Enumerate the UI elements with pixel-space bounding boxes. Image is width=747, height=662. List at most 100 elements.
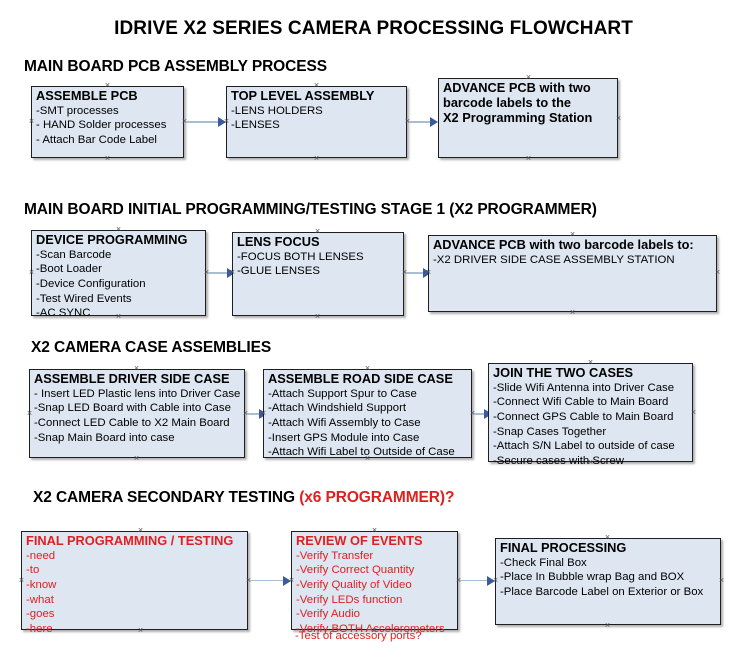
connection-handle-left[interactable] bbox=[28, 118, 35, 125]
box-line: - Attach Bar Code Label bbox=[36, 134, 157, 147]
box-top-level-assembly[interactable]: TOP LEVEL ASSEMBLY -LENS HOLDERS -LENSES bbox=[226, 86, 407, 158]
box-lens-focus[interactable]: LENS FOCUS -FOCUS BOTH LENSES -GLUE LENS… bbox=[232, 232, 404, 316]
connector-line bbox=[208, 272, 230, 274]
connection-handle-top[interactable] bbox=[371, 527, 378, 534]
connection-handle-bottom[interactable] bbox=[604, 622, 611, 629]
box-line: -Connect GPS Cable to Main Board bbox=[493, 411, 674, 424]
connection-handle-top[interactable] bbox=[314, 228, 321, 235]
connection-handle-bottom[interactable] bbox=[313, 155, 320, 162]
box-line: -LENSES bbox=[231, 119, 280, 132]
connection-handle-left[interactable] bbox=[26, 410, 33, 417]
connection-handle-bottom[interactable] bbox=[569, 309, 576, 316]
box-title: LENS FOCUS bbox=[237, 234, 320, 249]
connection-handle-top[interactable] bbox=[604, 534, 611, 541]
connection-handle-right[interactable] bbox=[714, 269, 721, 276]
connection-handle-bottom[interactable] bbox=[587, 459, 594, 466]
connection-handle-bottom[interactable] bbox=[525, 155, 532, 162]
connection-handle-bottom[interactable] bbox=[104, 155, 111, 162]
box-review-of-events[interactable]: REVIEW OF EVENTS -Verify Transfer -Verif… bbox=[291, 531, 458, 635]
box-assemble-driver-side-case[interactable]: ASSEMBLE DRIVER SIDE CASE - Insert LED P… bbox=[29, 369, 245, 458]
box-line: -Slide Wifi Antenna into Driver Case bbox=[493, 381, 675, 394]
box-final-processing[interactable]: FINAL PROCESSING -Check Final Box -Place… bbox=[495, 538, 721, 625]
connection-handle-top[interactable] bbox=[313, 82, 320, 89]
box-line: -Verify Audio bbox=[296, 608, 360, 621]
box-line: -Verify Transfer bbox=[296, 549, 374, 562]
connection-handle-top[interactable] bbox=[104, 82, 111, 89]
box-title: FINAL PROGRAMMING / TESTING bbox=[26, 533, 234, 548]
connection-handle-bottom[interactable] bbox=[115, 313, 122, 320]
connector-arrow-icon bbox=[430, 117, 438, 127]
box-line: -Connect Wifi Cable to Main Board bbox=[493, 396, 669, 409]
connection-handle-bottom[interactable] bbox=[364, 455, 371, 462]
box-advance-pcb-to-x2-programming-station[interactable]: ADVANCE PCB with two barcode labels to t… bbox=[438, 78, 618, 158]
connection-handle-top[interactable] bbox=[587, 359, 594, 366]
box-title: FINAL PROCESSING bbox=[500, 540, 627, 555]
box-line: -goes bbox=[26, 608, 55, 621]
box-line: -SMT processes bbox=[36, 104, 119, 117]
box-assemble-road-side-case[interactable]: ASSEMBLE ROAD SIDE CASE -Attach Support … bbox=[263, 369, 472, 458]
connection-handle-left[interactable] bbox=[492, 577, 499, 584]
box-line: -Attach Wifi Assembly to Case bbox=[268, 417, 421, 430]
connection-handle-left[interactable] bbox=[28, 269, 35, 276]
connection-handle-left[interactable] bbox=[223, 118, 230, 125]
box-line: -to bbox=[26, 564, 40, 577]
box-join-the-two-cases[interactable]: JOIN THE TWO CASES -Slide Wifi Antenna i… bbox=[488, 363, 693, 467]
connection-handle-left[interactable] bbox=[229, 269, 236, 276]
connection-handle-bottom[interactable] bbox=[371, 627, 378, 634]
box-line: -AC SYNC bbox=[36, 307, 91, 320]
box-title: ASSEMBLE ROAD SIDE CASE bbox=[268, 371, 453, 386]
box-overflow-line: -Test of accessory ports? bbox=[295, 630, 422, 642]
connection-handle-top[interactable] bbox=[364, 365, 371, 372]
connection-handle-top[interactable] bbox=[115, 226, 122, 233]
box-line: -Device Configuration bbox=[36, 278, 146, 291]
box-line: -GLUE LENSES bbox=[237, 265, 320, 278]
section-header-text: X2 CAMERA CASE ASSEMBLIES bbox=[31, 339, 272, 356]
section-header-x2-camera-secondary-testing: X2 CAMERA SECONDARY TESTING (x6 PROGRAMM… bbox=[33, 489, 454, 507]
box-title: ADVANCE PCB with two bbox=[443, 80, 591, 95]
connection-handle-top[interactable] bbox=[133, 365, 140, 372]
connection-handle-bottom[interactable] bbox=[133, 455, 140, 462]
box-line: -need bbox=[26, 549, 56, 562]
connector-arrow-icon bbox=[487, 576, 495, 586]
box-assemble-pcb[interactable]: ASSEMBLE PCB -SMT processes - HAND Solde… bbox=[31, 86, 184, 158]
box-line: -Verify Correct Quantity bbox=[296, 564, 415, 577]
connection-handle-left[interactable] bbox=[18, 577, 25, 584]
section-header-text: X2 CAMERA SECONDARY TESTING bbox=[33, 489, 300, 506]
section-header-text: MAIN BOARD INITIAL PROGRAMMING/TESTING S… bbox=[24, 201, 597, 218]
connector-arrow-icon bbox=[218, 117, 226, 127]
box-device-programming[interactable]: DEVICE PROGRAMMING -Scan Barcode -Boot L… bbox=[31, 230, 206, 319]
box-line: -Attach Windshield Support bbox=[268, 402, 407, 415]
box-line: -Attach Support Spur to Case bbox=[268, 387, 417, 400]
box-line: -Scan Barcode bbox=[36, 248, 112, 261]
section-header-text: MAIN BOARD PCB ASSEMBLY PROCESS bbox=[24, 58, 327, 75]
box-title: ASSEMBLE DRIVER SIDE CASE bbox=[34, 371, 230, 386]
connector-line bbox=[186, 121, 220, 123]
page-title: IDRIVE X2 SERIES CAMERA PROCESSING FLOWC… bbox=[114, 18, 633, 39]
box-line: -Insert GPS Module into Case bbox=[268, 431, 420, 444]
box-advance-pcb-to-driver-side-case-assembly-station[interactable]: ADVANCE PCB with two barcode labels to: … bbox=[428, 235, 717, 312]
box-title: REVIEW OF EVENTS bbox=[296, 533, 423, 548]
box-line: -Place In Bubble wrap Bag and BOX bbox=[500, 571, 685, 584]
connection-handle-top[interactable] bbox=[525, 74, 532, 81]
box-final-programming-testing[interactable]: FINAL PROGRAMMING / TESTING -need -to -k… bbox=[21, 531, 248, 635]
connection-handle-left[interactable] bbox=[425, 269, 432, 276]
connection-handle-right[interactable] bbox=[718, 577, 725, 584]
box-line: -Attach S/N Label to outside of case bbox=[493, 440, 675, 453]
box-line: -Snap Cases Together bbox=[493, 425, 607, 438]
connection-handle-top[interactable] bbox=[569, 231, 576, 238]
connector-arrow-icon bbox=[283, 576, 291, 586]
box-line: -Snap LED Board with Cable into Case bbox=[34, 402, 231, 415]
box-title: ASSEMBLE PCB bbox=[36, 88, 138, 103]
connection-handle-right[interactable] bbox=[690, 409, 697, 416]
connector-line bbox=[406, 272, 426, 274]
connection-handle-bottom[interactable] bbox=[137, 627, 144, 634]
connection-handle-right[interactable] bbox=[615, 115, 622, 122]
connection-handle-left[interactable] bbox=[260, 410, 267, 417]
box-line: -Boot Loader bbox=[36, 263, 102, 276]
connection-handle-left[interactable] bbox=[288, 577, 295, 584]
connection-handle-bottom[interactable] bbox=[314, 313, 321, 320]
box-title: TOP LEVEL ASSEMBLY bbox=[231, 88, 375, 103]
connector-line bbox=[409, 121, 433, 123]
connection-handle-top[interactable] bbox=[137, 527, 144, 534]
